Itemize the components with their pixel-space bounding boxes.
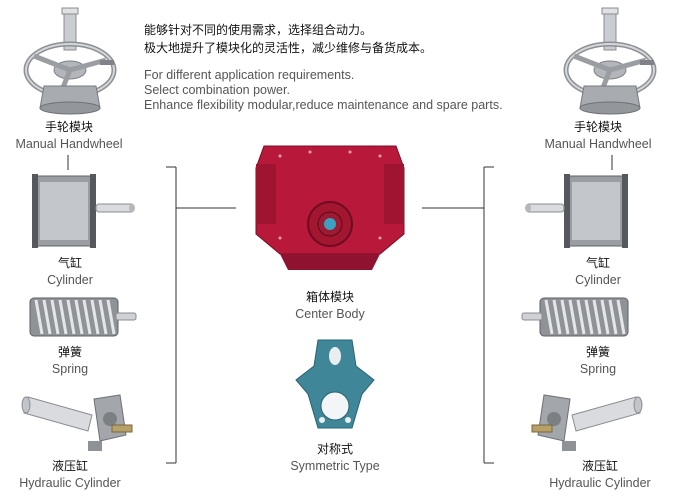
cylinder-cn-right: 气缸 [585, 256, 610, 270]
handwheel-image-right [563, 7, 657, 115]
hydraulic-cn-right: 液压缸 [581, 459, 618, 473]
intro-block: 能够针对不同的使用需求，选择组合动力。 极大地提升了模块化的灵活性，减少维修与备… [144, 21, 564, 113]
handwheel-en-left: Manual Handwheel [15, 137, 123, 151]
spring-cn-left: 弹簧 [57, 345, 82, 359]
spring-en-left: Spring [51, 362, 89, 376]
hydraulic-image-left [21, 394, 133, 451]
cylinder-image-left [32, 174, 135, 248]
symmetric-yoke-image [295, 339, 375, 429]
symmetric-label: 对称式 Symmetric Type [275, 441, 395, 475]
spring-image-left [29, 297, 137, 337]
intro-cn-line1: 能够针对不同的使用需求，选择组合动力。 [144, 23, 373, 37]
handwheel-label-left: 手轮模块 Manual Handwheel [0, 119, 138, 153]
spring-image-right [521, 297, 629, 337]
cylinder-en-right: Cylinder [575, 273, 621, 287]
symmetric-cn: 对称式 [316, 442, 353, 456]
cylinder-label-left: 气缸 Cylinder [30, 255, 110, 289]
intro-en-line2: Select combination power. [144, 83, 290, 97]
handwheel-label-right: 手轮模块 Manual Handwheel [536, 119, 660, 153]
hydraulic-label-right: 液压缸 Hydraulic Cylinder [538, 458, 662, 492]
center-body-cn: 箱体模块 [305, 290, 354, 304]
hydraulic-image-right [531, 394, 643, 451]
center-body-label: 箱体模块 Center Body [270, 289, 390, 323]
spring-label-right: 弹簧 Spring [558, 344, 638, 378]
cylinder-image-right [525, 174, 628, 248]
spring-cn-right: 弹簧 [585, 345, 610, 359]
handwheel-cn-right: 手轮模块 [573, 120, 622, 134]
handwheel-cn-left: 手轮模块 [44, 120, 93, 134]
cylinder-label-right: 气缸 Cylinder [558, 255, 638, 289]
cylinder-cn-left: 气缸 [57, 256, 82, 270]
hydraulic-label-left: 液压缸 Hydraulic Cylinder [6, 458, 134, 492]
spring-label-left: 弹簧 Spring [30, 344, 110, 378]
handwheel-en-right: Manual Handwheel [544, 137, 652, 151]
center-body-image [255, 145, 405, 270]
center-body-en: Center Body [295, 307, 365, 321]
spring-en-right: Spring [579, 362, 617, 376]
intro-cn-line2: 极大地提升了模块化的灵活性，减少维修与备货成本。 [144, 41, 433, 55]
intro-en-line1: For different application requirements. [144, 68, 355, 82]
hydraulic-en-right: Hydraulic Cylinder [549, 476, 651, 490]
handwheel-image-left [23, 7, 117, 115]
cylinder-en-left: Cylinder [47, 273, 93, 287]
hydraulic-cn-left: 液压缸 [51, 459, 88, 473]
symmetric-en: Symmetric Type [290, 459, 380, 473]
intro-en-line3: Enhance flexibility modular,reduce maint… [144, 98, 503, 112]
hydraulic-en-left: Hydraulic Cylinder [19, 476, 121, 490]
